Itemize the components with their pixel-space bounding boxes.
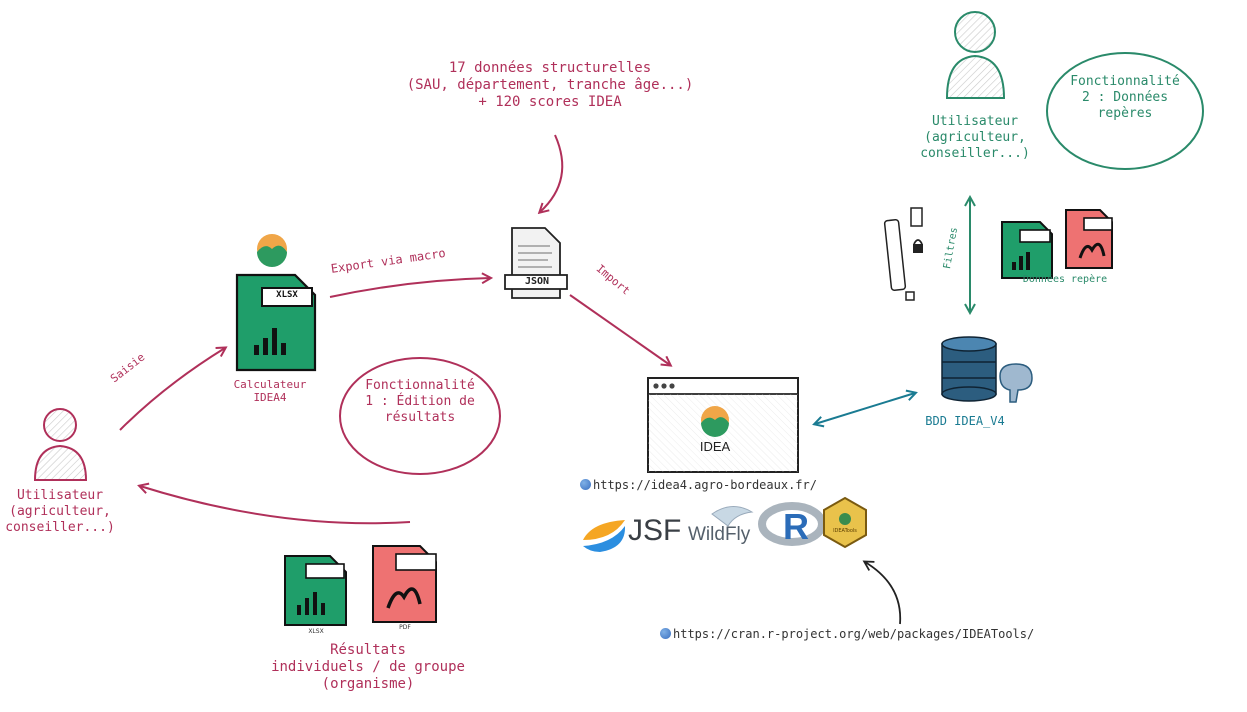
user-right-line2: (agriculteur, (924, 129, 1026, 145)
user-left-line3: conseiller...) (5, 519, 115, 535)
feature1-line2: 1 : Édition de (365, 393, 475, 409)
globe-icon (660, 628, 671, 639)
idea-logo-calculator (257, 234, 287, 267)
results-line2: individuels / de groupe (271, 659, 465, 676)
ideatools-logo-text: IDEATools (833, 528, 857, 534)
webapp-url[interactable]: https://idea4.agro-bordeaux.fr/ (580, 478, 817, 492)
filters-icon (883, 207, 923, 301)
feature2-line2: 2 : Données (1081, 89, 1169, 105)
arrow-top-note-to-json (540, 134, 564, 212)
user-left-label: Utilisateur (agriculteur, conseiller...) (0, 488, 120, 536)
results-xlsx-caption: XLSX (308, 628, 324, 635)
r-logo-icon (758, 502, 826, 546)
idea-logo-webapp (701, 406, 729, 437)
user-right-label: Utilisateur (agriculteur, conseiller...) (915, 114, 1035, 162)
webapp-name: IDEA (699, 439, 731, 454)
webapp-window (647, 377, 799, 473)
pdf-results-icon (372, 545, 437, 623)
feature1-line3: résultats (384, 409, 456, 425)
arrow-export (329, 278, 490, 298)
database-icon (941, 336, 997, 402)
r-logo-text: R (783, 506, 809, 547)
results-label: Résultats individuels / de groupe (organ… (228, 642, 508, 693)
jsf-logo-text: JSF (628, 514, 682, 547)
results-line3: (organisme) (321, 676, 415, 693)
calculator-file-badge: XLSX (276, 290, 298, 300)
pdf-reference-icon (1065, 209, 1113, 269)
json-file-icon (504, 227, 568, 299)
feature1-ellipse (339, 357, 501, 475)
feature1-label: Fonctionnalité 1 : Édition de résultats (350, 378, 490, 426)
arrow-cran-to-ideatools (862, 560, 902, 625)
user-left-icon (33, 408, 88, 481)
calculator-line1: Calculateur (233, 378, 307, 391)
feature2-line3: repères (1097, 105, 1153, 121)
cran-url[interactable]: https://cran.r-project.org/web/packages/… (660, 627, 1034, 641)
top-note: 17 données structurelles (SAU, départeme… (395, 60, 705, 111)
xlsx-results-icon (284, 555, 347, 626)
feature1-line1: Fonctionnalité (365, 378, 475, 393)
json-file-label: JSON (524, 276, 550, 287)
results-pdf-caption: PDF (399, 624, 411, 631)
xlsx-reference-icon (1001, 221, 1053, 279)
arrow-results-to-user (140, 486, 411, 525)
arrow-webapp-db (815, 393, 915, 424)
reference-data-label: Données repère (1022, 274, 1108, 285)
ideatools-hex-icon (823, 496, 867, 549)
webapp-url-text: https://idea4.agro-bordeaux.fr/ (593, 478, 817, 492)
top-note-line3: + 120 scores IDEA (478, 94, 622, 111)
wildfly-logo-icon (711, 506, 754, 527)
feature2-ellipse (1046, 52, 1204, 170)
postgresql-elephant-icon (999, 363, 1033, 403)
xlsx-calculator-icon (235, 273, 317, 372)
database-label: BDD IDEA_V4 (925, 414, 1005, 428)
calculator-label: Calculateur IDEA4 (215, 378, 325, 405)
top-note-line1: 17 données structurelles (448, 60, 652, 76)
globe-icon (580, 479, 591, 490)
results-line1: Résultats (330, 642, 406, 658)
user-left-line2: (agriculteur, (9, 503, 111, 519)
user-right-line1: Utilisateur (931, 114, 1019, 129)
cran-url-text: https://cran.r-project.org/web/packages/… (673, 627, 1035, 641)
top-note-line2: (SAU, département, tranche âge...) (406, 77, 694, 94)
user-left-line1: Utilisateur (16, 488, 104, 503)
feature2-line1: Fonctionnalité (1070, 74, 1180, 89)
feature2-label: Fonctionnalité 2 : Données repères (1055, 74, 1195, 122)
wildfly-logo-text: WildFly (688, 524, 751, 545)
calculator-line2: IDEA4 (253, 391, 287, 405)
arrow-import (569, 294, 670, 365)
jsf-logo-icon (583, 520, 626, 552)
user-right-icon (945, 11, 1006, 99)
arrow-saisie (119, 348, 225, 431)
user-right-line3: conseiller...) (920, 145, 1030, 161)
